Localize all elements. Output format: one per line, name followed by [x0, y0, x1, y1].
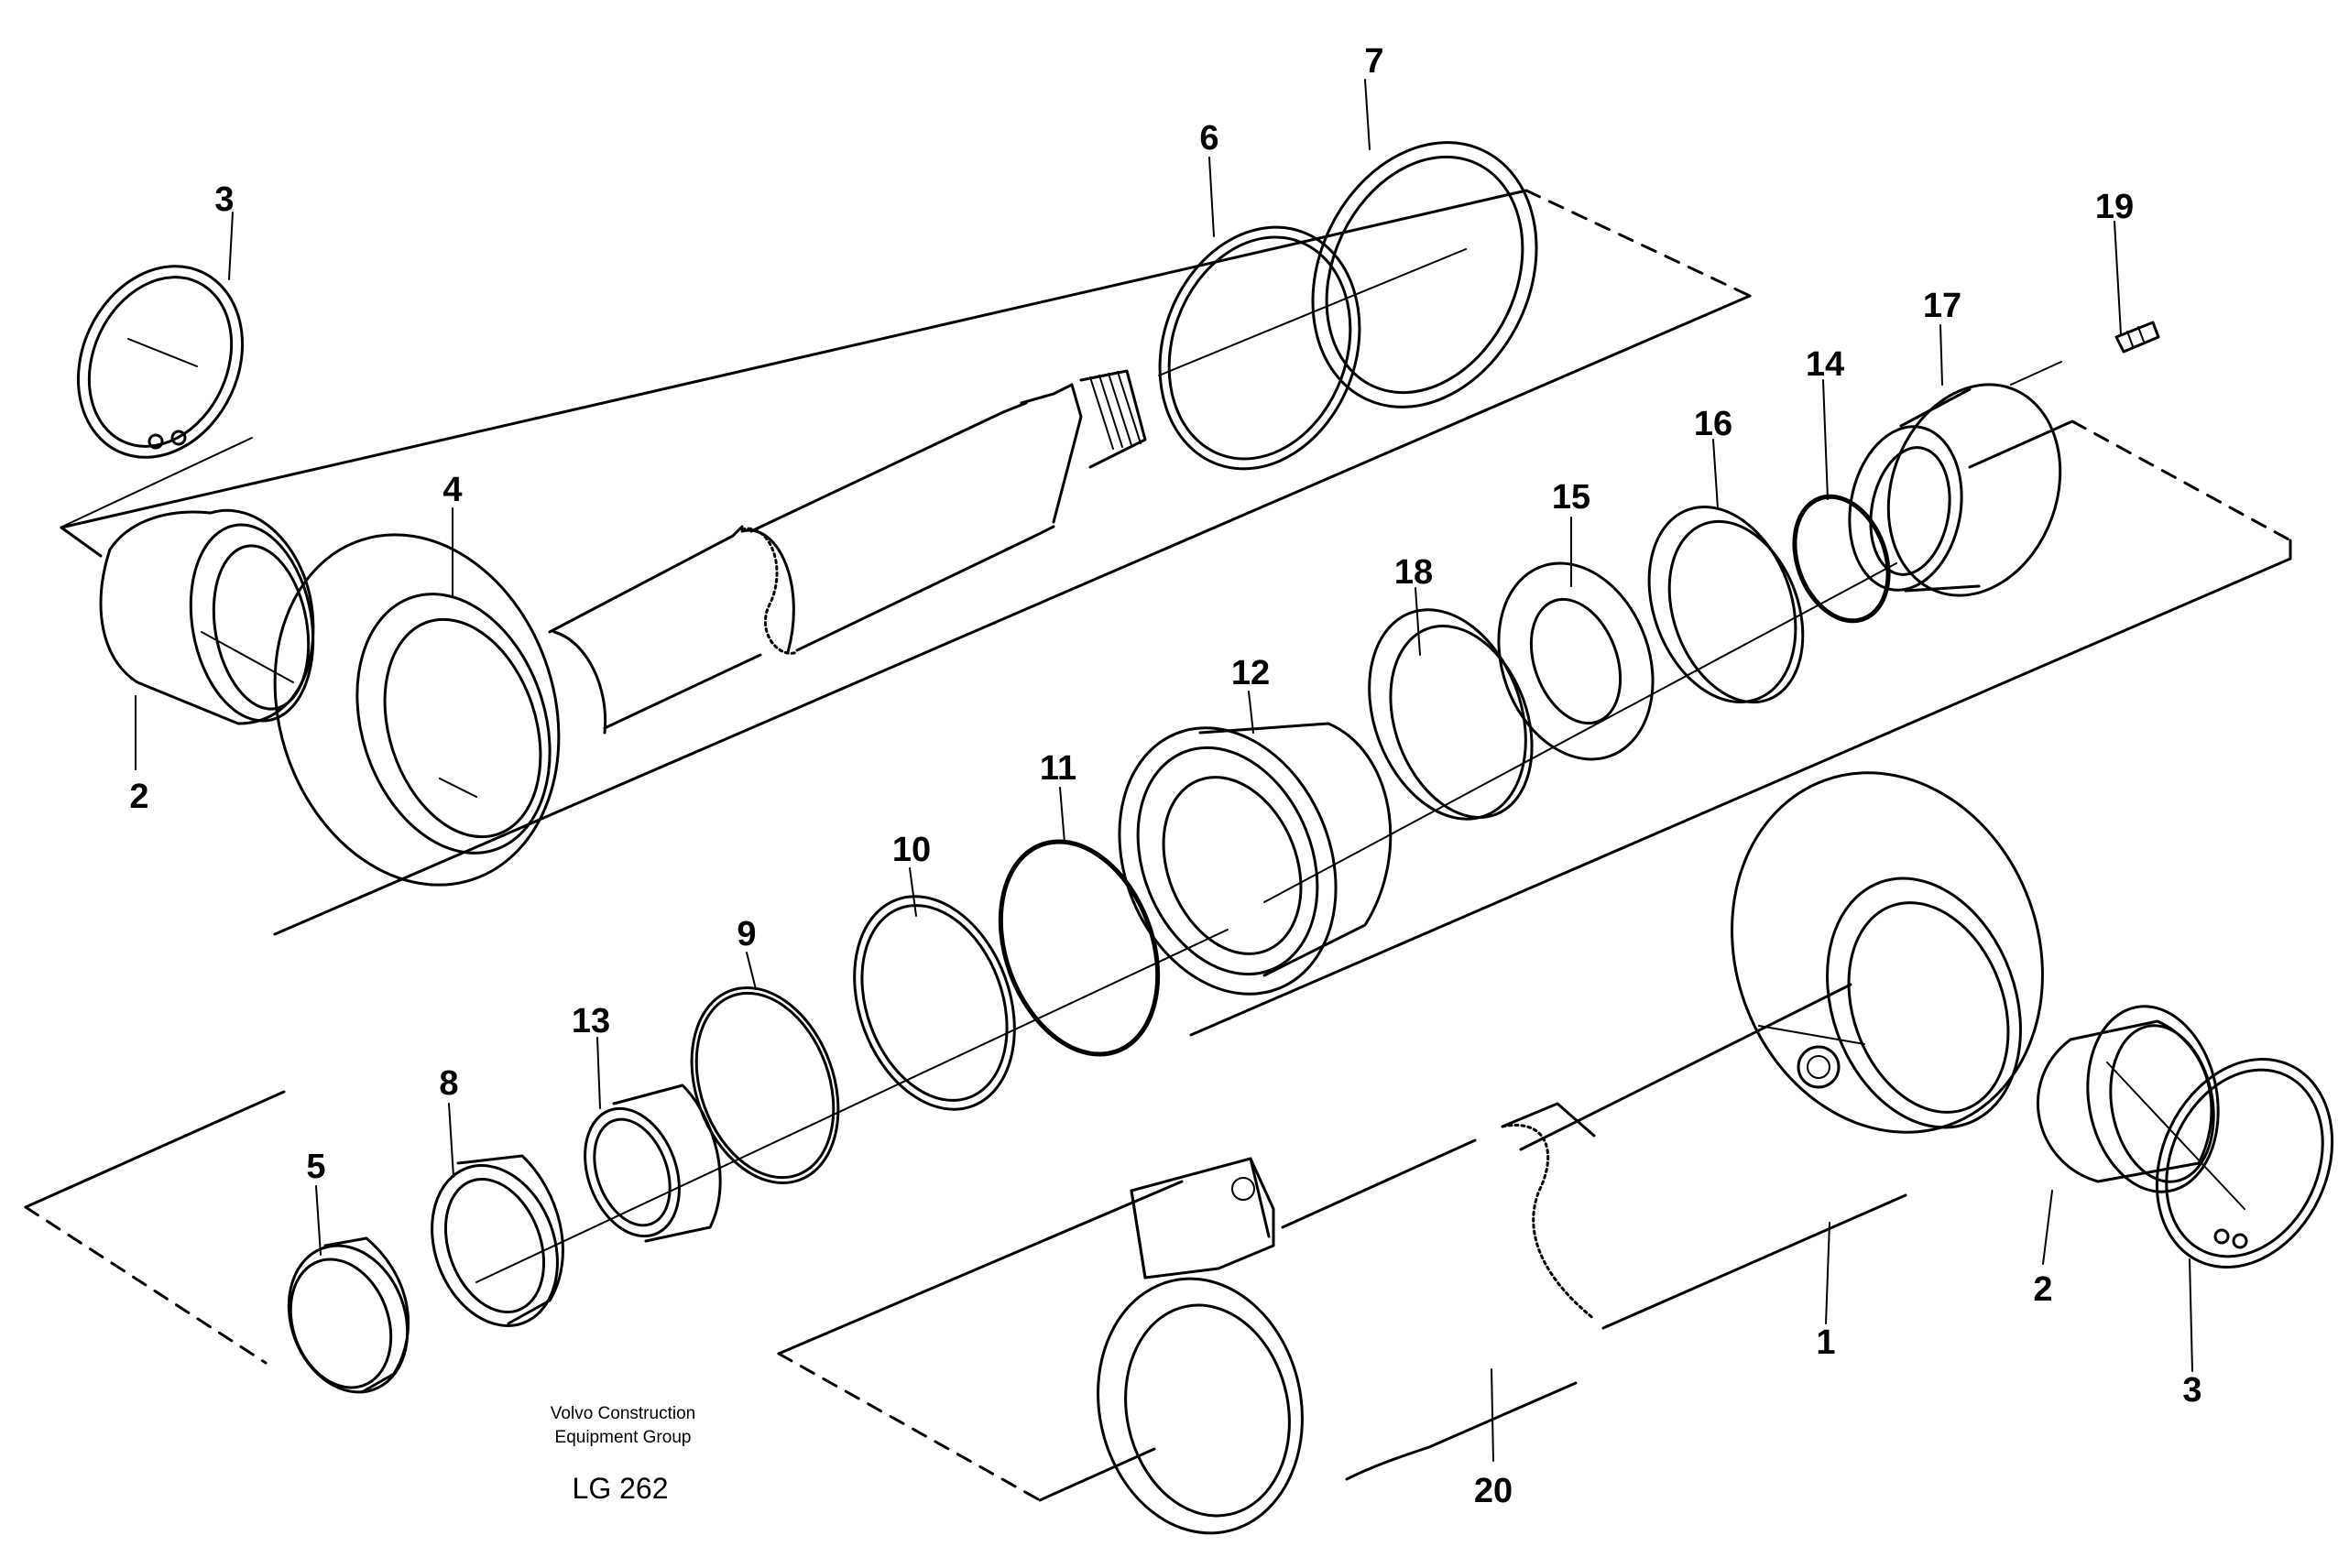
- seal-plane-dashed-left: [24, 1205, 268, 1365]
- ring-10: [853, 895, 1016, 1111]
- cylinder-tube: [1097, 771, 2044, 1535]
- callout-13: 13: [572, 1002, 610, 1040]
- rod-plane-outline: [60, 189, 1528, 529]
- callout-7: 7: [1364, 42, 1383, 81]
- callout-3-bottom: 3: [2182, 1371, 2201, 1410]
- callout-20: 20: [1474, 1472, 1513, 1510]
- callout-2-top: 2: [129, 778, 148, 816]
- ring-18: [1368, 608, 1534, 821]
- callout-6: 6: [1199, 119, 1218, 158]
- circlip-6: [1158, 225, 1361, 471]
- callout-12: 12: [1231, 654, 1270, 692]
- callout-3-top: 3: [214, 180, 234, 219]
- callout-9: 9: [737, 915, 756, 953]
- center-axes: [127, 248, 2245, 1283]
- reference-frames: [24, 189, 2292, 1502]
- callout-4: 4: [442, 471, 462, 509]
- callout-15: 15: [1552, 478, 1590, 517]
- callout-5: 5: [306, 1148, 325, 1186]
- seal-plane-left-top: [24, 1090, 286, 1209]
- callout-2-bottom: 2: [2033, 1270, 2052, 1309]
- circlip-top-left: [76, 265, 245, 459]
- seal-plane-dashed-end: [2070, 419, 2292, 542]
- rod-plane-right: [273, 294, 1752, 936]
- rod-plane-left: [60, 526, 103, 558]
- seal-plane-top: [1968, 419, 2074, 469]
- callout-11: 11: [1040, 749, 1076, 788]
- scraper-ring-5: [287, 1236, 410, 1394]
- circlip-bottom-right: [2155, 1057, 2334, 1269]
- bushing-bottom-right: [2037, 1005, 2220, 1193]
- guide-ring-16: [1647, 505, 1805, 704]
- callout-1: 1: [1816, 1323, 1835, 1362]
- cylinder-plane-bottom: [1038, 1447, 1156, 1502]
- footer-company-line2: Equipment Group: [555, 1428, 692, 1447]
- set-screw-19: [2114, 321, 2160, 354]
- clip-frame: [61, 437, 253, 528]
- footer-company-line1: Volvo Construction: [551, 1404, 695, 1423]
- callout-17: 17: [1923, 287, 1961, 325]
- piston-head-17: [1848, 383, 2062, 597]
- callout-14: 14: [1806, 345, 1844, 384]
- leader-lines: [135, 79, 2193, 1462]
- piston-rod: [273, 369, 1147, 887]
- lock-wire-9: [690, 985, 840, 1185]
- callout-19: 19: [2095, 188, 2134, 226]
- cylinder-plane-dashed: [777, 1352, 1042, 1502]
- callout-18: 18: [1394, 553, 1433, 592]
- callout-10: 10: [892, 831, 931, 869]
- callout-8: 8: [439, 1064, 458, 1103]
- cylinder-head-12: [1118, 722, 1393, 996]
- footer: Volvo Construction Equipment Group LG 26…: [551, 1404, 695, 1505]
- callout-16: 16: [1694, 405, 1732, 443]
- callouts: 3 2 4 6 7 19 17 14 16 15 18 12 11 10 9 1…: [129, 42, 2201, 1510]
- washer-7: [1311, 141, 1538, 408]
- cylinder-plane-top: [777, 1180, 1184, 1356]
- wiper-8: [431, 1154, 564, 1327]
- bushing-13: [584, 1083, 722, 1243]
- seal-plane-bottom: [1189, 539, 2292, 1037]
- o-ring-14: [1792, 494, 1891, 624]
- seal-15: [1497, 561, 1655, 761]
- backup-ring-11: [998, 839, 1161, 1057]
- rod-plane-dashed-end: [1524, 189, 1752, 298]
- footer-drawing-code: LG 262: [573, 1472, 669, 1505]
